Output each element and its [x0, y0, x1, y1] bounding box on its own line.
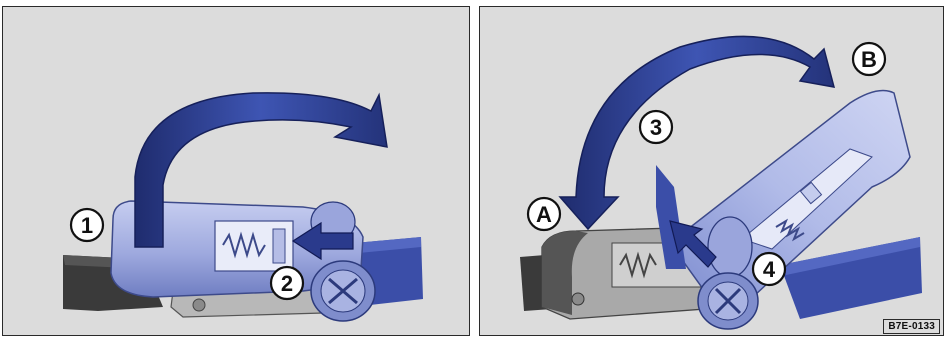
callout-3-label: 3 — [650, 115, 662, 140]
callout-a-label: A — [536, 202, 552, 227]
callout-1-label: 1 — [81, 213, 93, 238]
callout-b: B — [853, 43, 885, 75]
callout-3: 3 — [640, 111, 672, 143]
callout-2: 2 — [271, 267, 303, 299]
left-panel: 1 2 — [2, 6, 470, 336]
callout-4: 4 — [753, 253, 785, 285]
right-panel: 3 A B 4 B7E-0133 — [479, 6, 944, 336]
callout-a: A — [528, 198, 560, 230]
left-panel-illustration: 1 2 — [3, 7, 470, 336]
right-panel-illustration: 3 A B 4 — [480, 7, 944, 336]
callout-2-label: 2 — [281, 271, 293, 296]
callout-4-label: 4 — [763, 257, 776, 282]
callout-b-label: B — [861, 47, 877, 72]
callout-1: 1 — [71, 209, 103, 241]
figure-reference-code: B7E-0133 — [883, 319, 940, 334]
